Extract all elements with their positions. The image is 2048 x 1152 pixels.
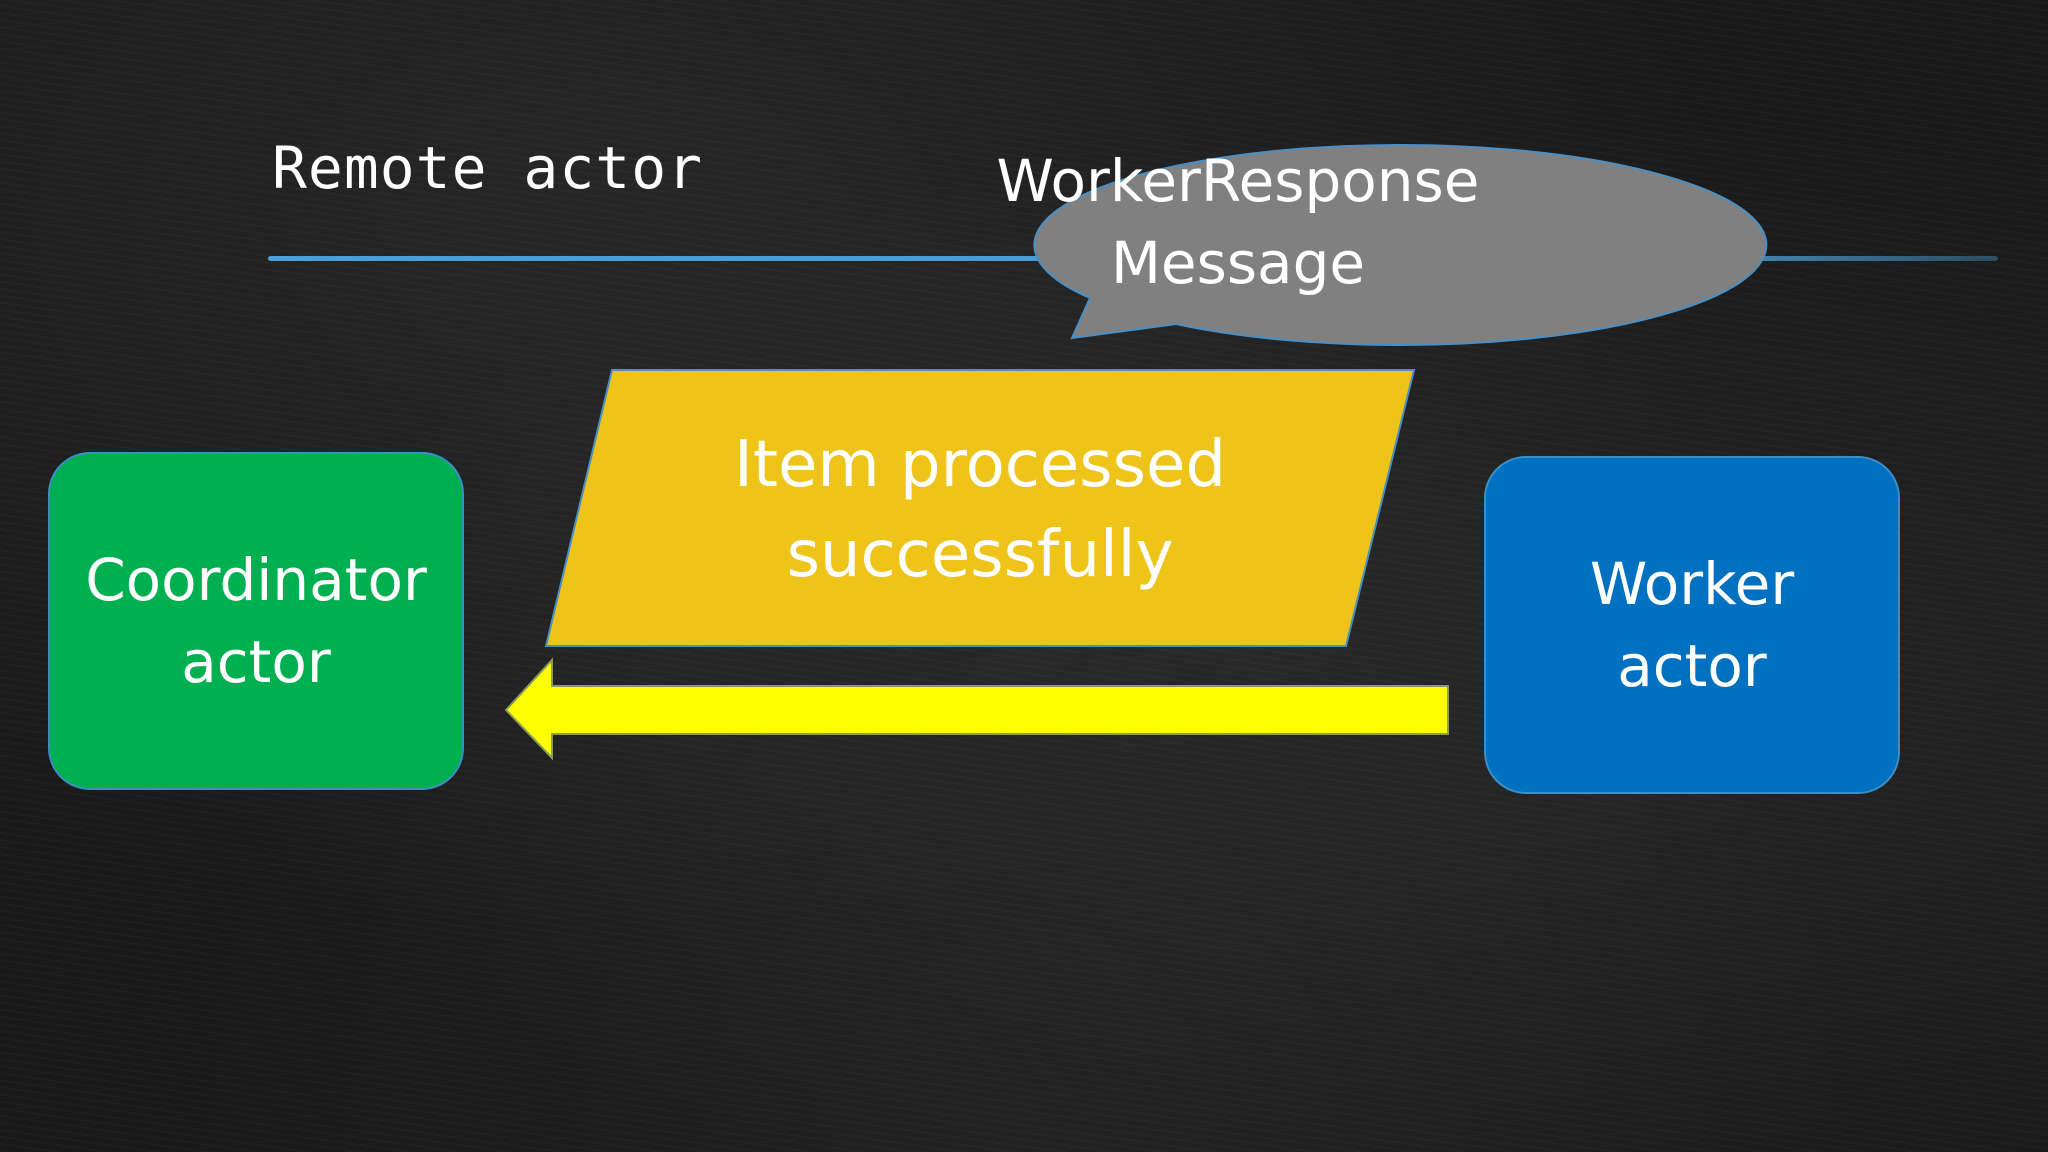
worker-actor-box: Worker actor [1484, 456, 1900, 794]
message-payload-shape [544, 369, 1416, 647]
worker-actor-line1: Worker [1589, 550, 1795, 618]
slide-title: Remote actor [272, 134, 704, 202]
message-payload-line1: Item processed [734, 428, 1226, 502]
coordinator-actor-line1: Coordinator [85, 546, 427, 614]
message-bubble-line2: Message [1110, 229, 1366, 297]
message-bubble-line1: WorkerResponse [996, 147, 1480, 215]
coordinator-actor-line2: actor [181, 628, 331, 696]
response-arrow [504, 657, 1449, 761]
coordinator-actor-box: Coordinator actor [48, 452, 464, 790]
message-payload-line2: successfully [786, 518, 1174, 592]
message-bubble-shape [1033, 143, 1768, 346]
message-payload-label: Item processed successfully [600, 420, 1360, 600]
message-bubble-label: WorkerResponse Message [880, 140, 1596, 304]
worker-actor-line2: actor [1617, 632, 1767, 700]
